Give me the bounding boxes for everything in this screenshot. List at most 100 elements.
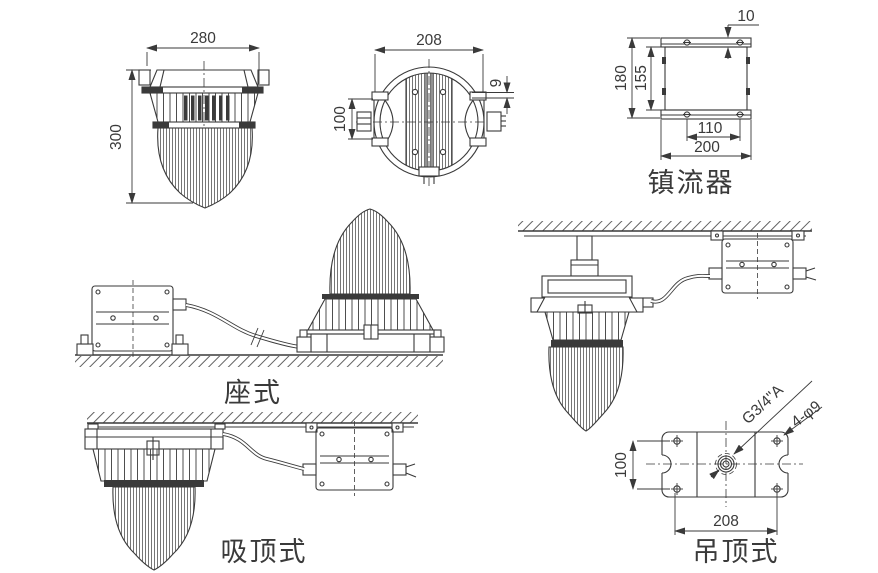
flex-conduit bbox=[650, 273, 711, 304]
dim-label-110: 110 bbox=[698, 120, 723, 137]
dim-label-208: 208 bbox=[416, 32, 442, 49]
hook bbox=[87, 423, 99, 430]
hole-callout: 4-φ9 bbox=[783, 398, 824, 436]
pendant-lamp bbox=[530, 235, 654, 432]
wire bbox=[405, 463, 416, 468]
ballast-body bbox=[664, 46, 748, 111]
cable-gland bbox=[708, 267, 723, 280]
cooling-fins bbox=[149, 92, 259, 123]
ballast-on-ceiling bbox=[302, 421, 417, 496]
dim-label-280: 280 bbox=[190, 30, 216, 47]
cable-gland bbox=[302, 463, 317, 476]
ear-bolt bbox=[433, 329, 442, 338]
dim-label-100: 100 bbox=[613, 452, 630, 478]
dim-label-100: 100 bbox=[332, 106, 349, 132]
dim-plate-100: 100 bbox=[613, 440, 670, 490]
ground-hatch bbox=[75, 356, 443, 367]
corner-holes bbox=[671, 435, 783, 495]
foot-bolt bbox=[80, 334, 89, 345]
foot-bolt bbox=[175, 334, 184, 345]
mounting-plate-view: G3/4"A 4-φ9 100 208 吊顶式 bbox=[613, 380, 824, 567]
lamp-top-view: 208 bbox=[332, 32, 514, 186]
hanger-plate bbox=[541, 275, 633, 298]
wire bbox=[405, 472, 417, 478]
dim-width-208: 208 bbox=[374, 32, 484, 92]
cooling-fins bbox=[544, 311, 630, 341]
dim-height-155: 155 bbox=[633, 46, 664, 111]
cooling-fins bbox=[92, 448, 216, 482]
flex-conduit bbox=[185, 303, 301, 349]
mount-bracket-left bbox=[356, 91, 389, 147]
foot bbox=[171, 343, 189, 356]
seat-label: 座式 bbox=[224, 378, 282, 408]
screw-holes bbox=[411, 88, 447, 156]
stem-coupler bbox=[570, 259, 599, 277]
glass-dome bbox=[329, 208, 411, 295]
dim-tab-9: 9 bbox=[472, 76, 514, 114]
pendant-label: 吊顶式 bbox=[693, 537, 780, 567]
mount-bracket-right bbox=[469, 91, 506, 147]
clamp-ring bbox=[322, 294, 419, 299]
flex-conduit bbox=[222, 432, 305, 471]
dim-bracket-100: 100 bbox=[332, 98, 373, 140]
lamp-front-view: 280 300 bbox=[108, 30, 270, 209]
ballast-top-view: 10 180 155 110 200 镇流器 bbox=[613, 8, 759, 198]
ballast-on-ceiling bbox=[708, 230, 817, 299]
dim-height-180: 180 bbox=[613, 37, 660, 119]
dim-label-10: 10 bbox=[737, 8, 755, 25]
ceiling-hatch bbox=[87, 412, 418, 423]
glass-dome bbox=[157, 127, 253, 209]
side-lug bbox=[138, 69, 151, 86]
glass-dome bbox=[112, 486, 196, 571]
dim-label-200: 200 bbox=[694, 139, 720, 156]
dim-label-9: 9 bbox=[488, 79, 505, 88]
thread-spec-label: G3/4"A bbox=[739, 381, 787, 428]
dim-width-200: 200 bbox=[660, 120, 752, 160]
break-mark bbox=[250, 327, 259, 346]
dim-rail-10: 10 bbox=[724, 8, 759, 59]
wire bbox=[805, 276, 817, 281]
mount-ear bbox=[429, 336, 445, 353]
clamp-ring bbox=[104, 480, 204, 487]
dim-label-208: 208 bbox=[713, 513, 739, 530]
rail-screws bbox=[683, 39, 744, 118]
cable-gland bbox=[392, 463, 407, 476]
center-fin-bars bbox=[184, 95, 230, 121]
clamp-ring bbox=[551, 340, 623, 347]
dim-label-155: 155 bbox=[633, 65, 650, 91]
seat-mount-view: 座式 bbox=[75, 208, 445, 408]
ceiling-hatch bbox=[518, 221, 812, 231]
side-notches bbox=[653, 454, 797, 474]
hole-spec-label: 4-φ9 bbox=[788, 398, 824, 431]
stem-pipe bbox=[576, 235, 593, 261]
pendant-mount-view bbox=[518, 221, 817, 432]
lamp-upright bbox=[296, 208, 445, 353]
thread-entry-hole bbox=[715, 453, 737, 475]
ceiling-lamp bbox=[84, 423, 226, 571]
bottom-clamp bbox=[418, 166, 440, 184]
dim-screws-110: 110 bbox=[686, 119, 741, 141]
cable-gland bbox=[486, 111, 502, 132]
dim-width-280: 280 bbox=[146, 30, 260, 84]
mount-ear bbox=[296, 336, 312, 353]
plate-outline bbox=[661, 431, 789, 498]
ballast-label: 镇流器 bbox=[648, 168, 735, 198]
dim-label-180: 180 bbox=[613, 65, 630, 91]
ceiling-label: 吸顶式 bbox=[221, 537, 308, 567]
foot bbox=[76, 343, 94, 356]
ballast-side-view bbox=[76, 280, 189, 358]
cable-gland bbox=[172, 298, 187, 311]
hook bbox=[214, 423, 226, 430]
cable-gland bbox=[792, 267, 807, 280]
break-mark bbox=[256, 329, 265, 348]
side-lug bbox=[257, 69, 270, 86]
dim-label-300: 300 bbox=[108, 124, 125, 150]
ceiling-mount-view: 吸顶式 bbox=[84, 412, 418, 571]
ear-bolt bbox=[299, 329, 308, 338]
wire bbox=[805, 267, 816, 272]
dim-plate-208: 208 bbox=[674, 493, 778, 535]
glass-dome bbox=[548, 346, 624, 432]
entry-plug bbox=[356, 111, 372, 132]
